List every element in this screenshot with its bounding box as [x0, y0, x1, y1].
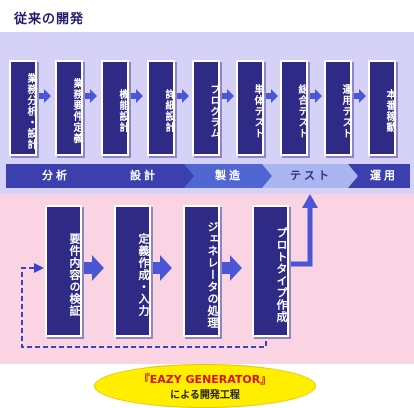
stage-label-operation: 運用: [370, 169, 398, 182]
stage-label-manufacturing: 製造: [215, 169, 243, 182]
top-step-label: 詳細設計: [163, 89, 174, 133]
top-step-label: 単体テスト: [252, 83, 263, 139]
top-step-label: 総合テスト: [296, 83, 307, 139]
product-name: 『EAZY GENERATOR』: [138, 373, 272, 386]
top-step-label: 本番稼動: [384, 89, 395, 133]
top-step-detailed-design: 詳細設計: [147, 60, 175, 156]
stage-label-test: テスト: [290, 169, 332, 182]
top-step-business-analysis: 業務分析・設計: [9, 60, 37, 156]
stage-label-analysis: 分析: [42, 169, 70, 182]
top-step-unit-test: 単体テスト: [236, 60, 264, 156]
stage-label-design: 設計: [130, 169, 158, 182]
bottom-step-requirements-verification: 要件内容の検証: [45, 205, 82, 337]
top-step-label: プログラム: [208, 83, 219, 139]
top-step-label: 運用テスト: [340, 83, 351, 139]
top-step-functional-design: 機能設計: [101, 60, 129, 156]
top-step-integration-test: 総合テスト: [280, 60, 308, 156]
bottom-step-generator-processing: ジェネレータの処理: [183, 205, 220, 337]
top-step-requirements: 業務要件定義: [55, 60, 83, 156]
bottom-step-label: プロトタイプ作成: [275, 227, 288, 323]
top-step-label: 機能設計: [117, 89, 128, 133]
bottom-step-prototype-creation: プロトタイプ作成: [252, 205, 289, 337]
product-subtitle: による開発工程: [170, 390, 240, 401]
top-step-programming: プログラム: [192, 60, 220, 156]
bottom-step-label: 要件内容の検証: [68, 233, 81, 317]
top-step-label: 業務要件定義: [71, 78, 82, 144]
bottom-step-definition-input: 定義作成・入力: [114, 205, 151, 337]
top-step-production: 本番稼動: [368, 60, 396, 156]
top-step-operation-test: 運用テスト: [324, 60, 352, 156]
product-badge: [94, 364, 316, 408]
top-step-label: 業務分析・設計: [25, 72, 36, 150]
diagram-title: 従来の開発: [14, 12, 85, 27]
bottom-step-label: ジェネレータの処理: [206, 221, 219, 329]
bottom-step-label: 定義作成・入力: [137, 233, 150, 317]
